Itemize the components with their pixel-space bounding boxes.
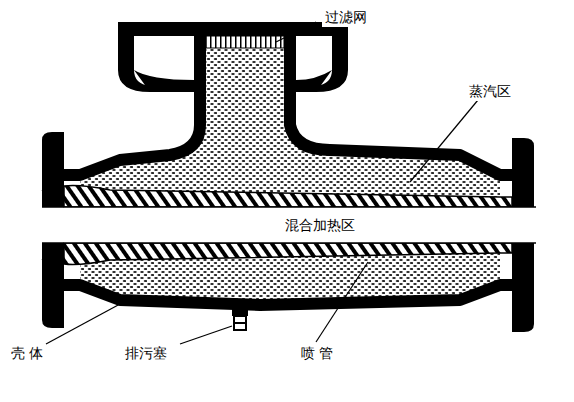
inlet-flange: [118, 22, 348, 92]
leader-line: [46, 22, 478, 344]
part-label: 喷 管: [298, 344, 336, 363]
shell-wall: [62, 36, 512, 305]
part-label: 壳 体: [8, 344, 46, 363]
drain-plug: [232, 306, 248, 330]
zone-label: 混合加热区: [282, 216, 358, 235]
part-label: 过滤网: [322, 8, 370, 27]
part-label: 蒸汽区: [466, 82, 514, 101]
filter-mesh: [206, 36, 284, 48]
channel-edge: [42, 190, 536, 260]
part-label: 排污塞: [122, 344, 170, 363]
mixing-channel: [42, 207, 536, 243]
